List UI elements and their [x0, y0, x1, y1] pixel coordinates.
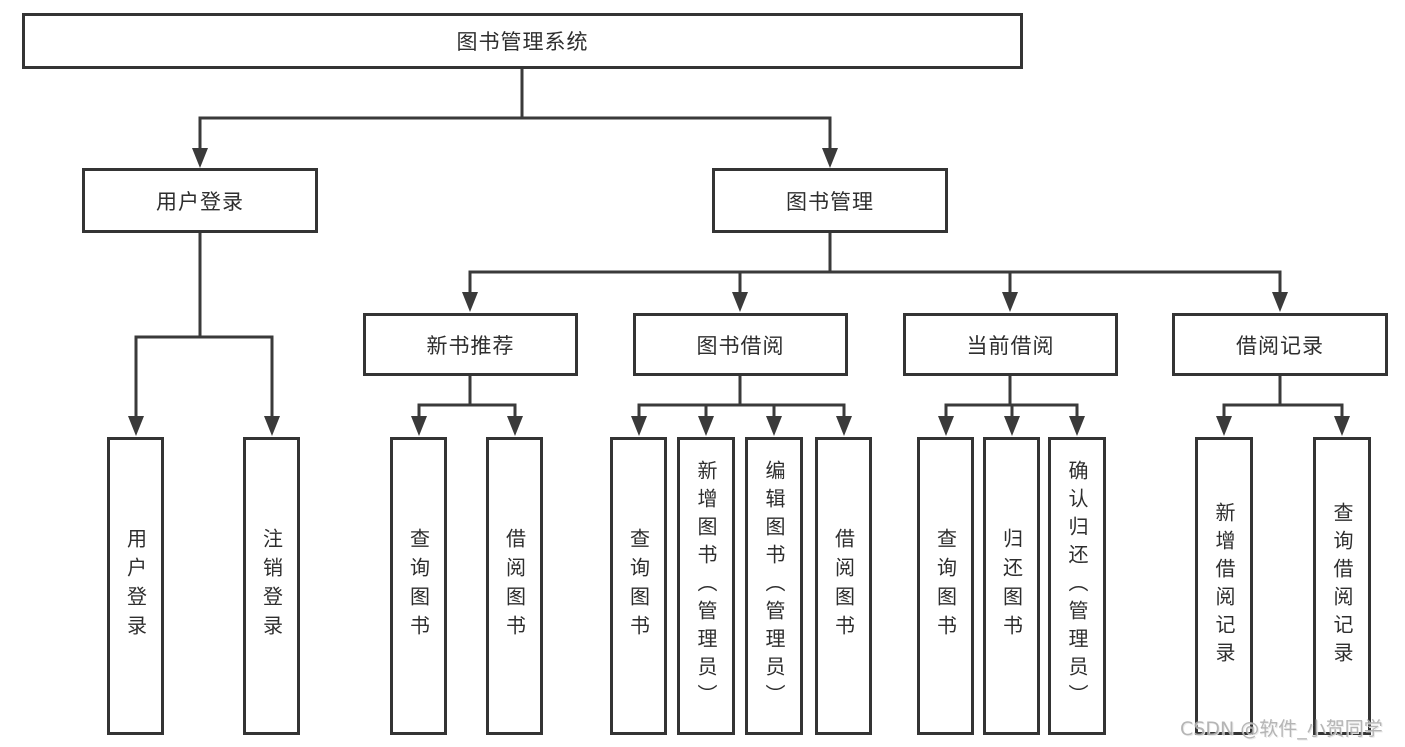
leaf-query-books-1: 查询图书 — [390, 437, 447, 735]
node-current-borrowing-label: 当前借阅 — [966, 333, 1055, 358]
node-new-book-recommend: 新书推荐 — [363, 313, 578, 376]
leaf-borrow-books-2-label: 借阅图书 — [831, 528, 856, 644]
leaf-query-borrow-record-label: 查询借阅记录 — [1330, 502, 1354, 670]
leaf-query-books-2: 查询图书 — [610, 437, 667, 735]
leaf-add-books-admin-label: 新增图书（管理员） — [694, 460, 718, 712]
leaf-borrow-books-1-label: 借阅图书 — [502, 528, 527, 644]
leaf-query-books-1-label: 查询图书 — [406, 528, 431, 644]
node-user-login-label: 用户登录 — [156, 189, 244, 214]
node-book-borrowing: 图书借阅 — [633, 313, 848, 376]
leaf-add-borrow-record: 新增借阅记录 — [1195, 437, 1253, 735]
node-library-system-label: 图书管理系统 — [456, 30, 589, 54]
node-borrow-records: 借阅记录 — [1172, 313, 1388, 376]
leaf-return-books-label: 归还图书 — [999, 528, 1024, 644]
leaf-query-books-3-label: 查询图书 — [933, 528, 958, 644]
node-current-borrowing: 当前借阅 — [903, 313, 1118, 376]
csdn-watermark: CSDN @软件_小贺同学 — [1180, 718, 1383, 740]
node-borrow-records-label: 借阅记录 — [1236, 333, 1324, 358]
leaf-user-login-label: 用户登录 — [123, 528, 148, 644]
leaf-query-books-3: 查询图书 — [917, 437, 974, 735]
node-new-book-recommend-label: 新书推荐 — [426, 333, 515, 358]
node-book-borrowing-label: 图书借阅 — [696, 333, 785, 358]
node-user-login: 用户登录 — [82, 168, 318, 233]
leaf-add-borrow-record-label: 新增借阅记录 — [1212, 502, 1236, 670]
node-library-system: 图书管理系统 — [22, 13, 1023, 69]
leaf-return-books: 归还图书 — [983, 437, 1040, 735]
leaf-edit-books-admin-label: 编辑图书（管理员） — [762, 460, 786, 712]
leaf-query-books-2-label: 查询图书 — [626, 528, 651, 644]
leaf-confirm-return-admin: 确认归还（管理员） — [1048, 437, 1106, 735]
connector-edges — [134, 67, 1344, 422]
leaf-borrow-books-1: 借阅图书 — [486, 437, 543, 735]
arrowheads — [128, 148, 1350, 436]
node-book-management: 图书管理 — [712, 168, 948, 233]
leaf-query-borrow-record: 查询借阅记录 — [1313, 437, 1371, 735]
leaf-logout: 注销登录 — [243, 437, 300, 735]
leaf-logout-label: 注销登录 — [259, 528, 284, 644]
leaf-borrow-books-2: 借阅图书 — [815, 437, 872, 735]
leaf-user-login: 用户登录 — [107, 437, 164, 735]
leaf-confirm-return-admin-label: 确认归还（管理员） — [1065, 460, 1089, 712]
node-book-management-label: 图书管理 — [786, 189, 874, 214]
leaf-edit-books-admin: 编辑图书（管理员） — [745, 437, 803, 735]
leaf-add-books-admin: 新增图书（管理员） — [677, 437, 735, 735]
